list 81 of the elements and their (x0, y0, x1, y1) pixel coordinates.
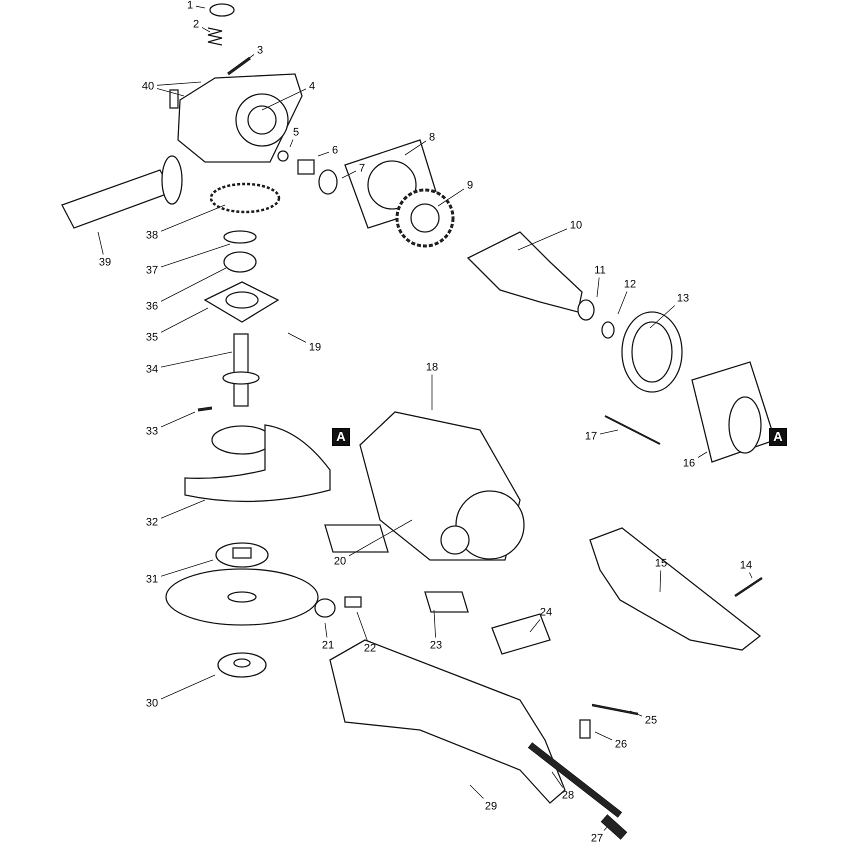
leader-line (530, 619, 540, 632)
leader-line (438, 188, 464, 206)
callout-number: 32 (144, 516, 160, 528)
callout-number: 35 (144, 330, 160, 344)
leader-line (342, 170, 356, 178)
callout-number: 27 (590, 832, 604, 844)
callout-number: 29 (484, 800, 498, 812)
leader-line (698, 452, 708, 458)
callout-number: 18 (424, 360, 440, 374)
leader-line (594, 732, 612, 740)
callout-number: 40 (140, 80, 156, 92)
callout-number: 20 (332, 554, 348, 568)
leader-line (552, 772, 564, 788)
leader-line (160, 244, 230, 268)
leader-line (160, 560, 214, 577)
callout-number: 39 (98, 256, 112, 268)
leader-line (196, 6, 206, 8)
leader-line (660, 570, 662, 592)
callout-number: 7 (358, 162, 366, 174)
leader-line (650, 305, 676, 328)
leader-line (160, 308, 208, 333)
callout-number: 13 (676, 292, 690, 304)
leader-line (434, 610, 436, 638)
leader-line (596, 277, 600, 298)
callout-number: 33 (144, 424, 160, 438)
callout-number: 22 (362, 642, 378, 654)
callout-number: 25 (644, 714, 658, 726)
leader-line (618, 291, 628, 314)
leader-line (348, 520, 412, 556)
callout-number: 12 (622, 278, 638, 290)
leader-line (324, 622, 328, 638)
leader-line (244, 54, 254, 62)
callout-number: 37 (144, 264, 160, 276)
callout-number: 2 (192, 18, 200, 30)
callout-number: 28 (560, 788, 576, 802)
callout-number: 36 (144, 300, 160, 312)
leader-line (160, 500, 206, 519)
callout-number: 15 (654, 556, 668, 570)
leader-line (470, 784, 484, 799)
callout-number: 30 (144, 696, 160, 710)
leader-line (290, 139, 294, 148)
leader-line (600, 430, 618, 434)
callout-number: 9 (466, 178, 474, 192)
reference-marker: A (332, 428, 350, 446)
leader-line (156, 82, 202, 86)
callout-number: 14 (738, 558, 754, 572)
leader-line (288, 332, 306, 343)
callout-number: 31 (144, 572, 160, 586)
callout-number: 16 (682, 456, 696, 470)
leader-line (156, 88, 184, 96)
leader-line (404, 140, 426, 156)
leader-line (202, 27, 210, 32)
callout-number: 4 (308, 80, 316, 92)
leader-line (318, 152, 330, 156)
leader-line (160, 412, 196, 428)
callout-number: 19 (308, 340, 322, 354)
callout-number: 3 (256, 44, 264, 56)
callout-number: 34 (144, 362, 160, 376)
leader-line (518, 228, 568, 250)
callout-number: 5 (292, 126, 300, 138)
callout-number: 38 (144, 228, 160, 242)
callout-number: 6 (330, 144, 340, 156)
callout-number: 11 (593, 264, 607, 276)
leader-line (160, 674, 216, 700)
callout-number: 17 (584, 430, 598, 442)
callout-number: 10 (568, 218, 584, 232)
callout-number: 23 (428, 638, 444, 652)
callout-number: 24 (538, 606, 554, 618)
callout-number: 1 (186, 0, 194, 12)
reference-marker: A (769, 428, 787, 446)
leader-line (749, 572, 752, 578)
callout-number: 26 (614, 738, 628, 750)
leader-line (98, 232, 104, 255)
callout-number: 21 (320, 638, 336, 652)
leader-line (262, 88, 306, 110)
leader-line (160, 204, 226, 232)
leader-line (630, 710, 642, 717)
leader-line (356, 612, 368, 641)
leader-line (160, 352, 232, 368)
leader-line (160, 268, 226, 302)
callout-number: 8 (428, 130, 436, 144)
